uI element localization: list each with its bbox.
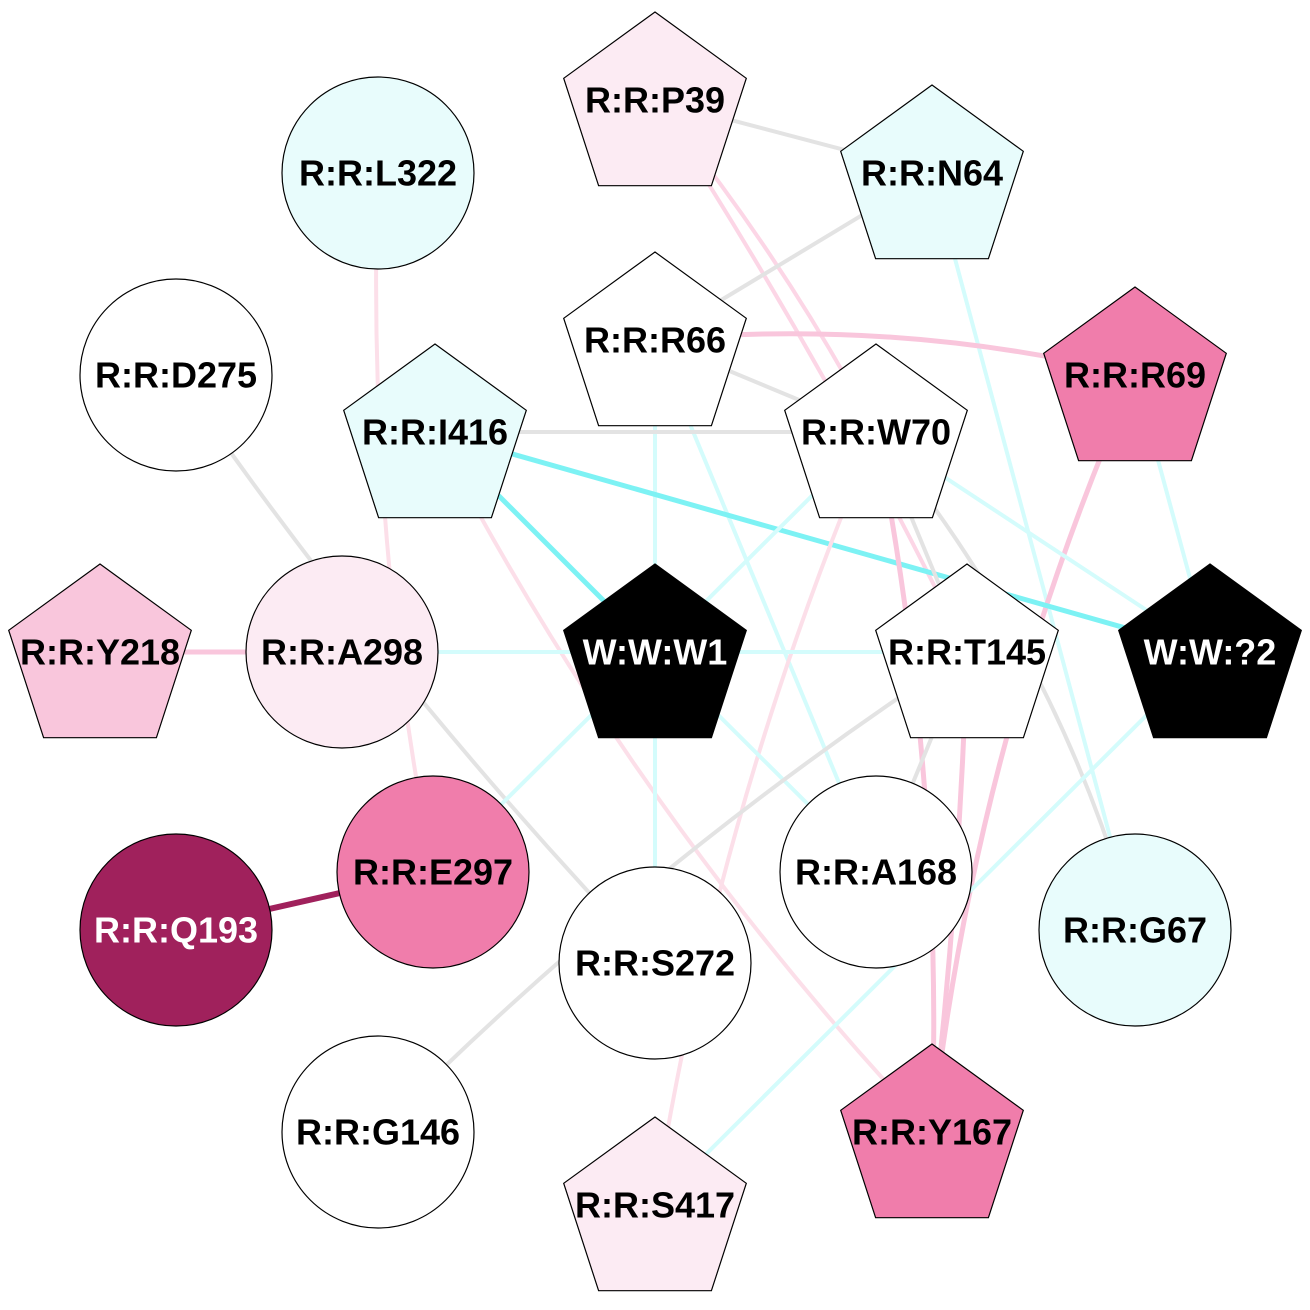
node-label: R:R:R66 [584,320,726,361]
node-shape-pentagon [562,251,748,427]
node-r-r-a168[interactable]: R:R:A168 [779,775,973,969]
node-r-r-r69[interactable]: R:R:R69 [1042,286,1228,462]
node-r-r-r66[interactable]: R:R:R66 [562,251,748,427]
node-label: R:R:L322 [299,153,457,194]
node-label: R:R:D275 [95,355,257,396]
node-label: W:W:W1 [583,632,728,673]
node-r-r-d275[interactable]: R:R:D275 [79,278,273,472]
node-shape-circle [281,1035,475,1229]
edge-r-r-n64-to-r-r-g67 [930,172,1137,931]
node-label: R:R:I416 [362,412,508,453]
edge-r-r-i416-to-w-w-2 [434,429,1211,655]
node-w-w-w1[interactable]: W:W:W1 [562,563,748,739]
node-shape-circle [558,866,752,1060]
node-shape-pentagon [342,343,528,519]
node-shape-circle [79,278,273,472]
node-label: W:W:?2 [1144,632,1277,673]
edge-r-r-l322-to-r-r-e297 [374,172,435,873]
node-shape-pentagon [7,563,193,739]
node-r-r-g146[interactable]: R:R:G146 [281,1035,475,1229]
node-r-r-q193[interactable]: R:R:Q193 [79,833,273,1027]
node-label: R:R:T145 [888,632,1046,673]
node-r-r-i416[interactable]: R:R:I416 [342,343,528,519]
node-label: R:R:Y167 [852,1112,1012,1153]
node-shape-pentagon [839,84,1025,260]
node-shape-pentagon [1042,286,1228,462]
node-r-r-e297[interactable]: R:R:E297 [336,775,530,969]
node-label: R:R:Y218 [20,632,180,673]
node-label: R:R:A298 [261,632,423,673]
node-r-r-l322[interactable]: R:R:L322 [281,76,475,270]
node-r-r-s272[interactable]: R:R:S272 [558,866,752,1060]
node-shape-pentagon [839,1043,1025,1219]
node-r-r-t145[interactable]: R:R:T145 [874,563,1060,739]
node-shape-pentagon [562,1116,748,1292]
node-shape-pentagon [1117,563,1303,739]
node-r-r-w70[interactable]: R:R:W70 [783,343,969,519]
node-label: R:R:P39 [585,80,725,121]
node-label: R:R:A168 [795,852,957,893]
node-shape-pentagon [783,343,969,519]
node-label: R:R:S417 [575,1185,735,1226]
node-shape-circle [281,76,475,270]
edge-r-r-i416-to-r-r-y167 [433,431,934,1134]
node-label: R:R:W70 [801,412,951,453]
node-shape-pentagon [874,563,1060,739]
node-r-r-y218[interactable]: R:R:Y218 [7,563,193,739]
node-r-r-n64[interactable]: R:R:N64 [839,84,1025,260]
node-shape-circle [336,775,530,969]
node-w-w-2[interactable]: W:W:?2 [1117,563,1303,739]
node-shape-circle [79,833,273,1027]
node-label: R:R:E297 [353,852,513,893]
edge-r-r-r69-to-r-r-y167 [929,373,1138,1133]
node-r-r-a298[interactable]: R:R:A298 [245,555,439,749]
node-shape-circle [779,775,973,969]
edge-r-r-w70-to-r-r-y167 [873,431,937,1133]
node-label: R:R:S272 [575,943,735,984]
node-r-r-s417[interactable]: R:R:S417 [562,1116,748,1292]
node-shape-circle [1038,833,1232,1027]
node-label: R:R:N64 [861,153,1003,194]
node-r-r-p39[interactable]: R:R:P39 [562,11,748,187]
node-label: R:R:Q193 [94,910,258,951]
node-shape-circle [245,555,439,749]
node-label: R:R:R69 [1064,355,1206,396]
node-r-r-g67[interactable]: R:R:G67 [1038,833,1232,1027]
node-shape-pentagon [562,11,748,187]
node-label: R:R:G146 [296,1112,460,1153]
node-label: R:R:G67 [1063,910,1207,951]
node-r-r-y167[interactable]: R:R:Y167 [839,1043,1025,1219]
node-shape-pentagon [562,563,748,739]
